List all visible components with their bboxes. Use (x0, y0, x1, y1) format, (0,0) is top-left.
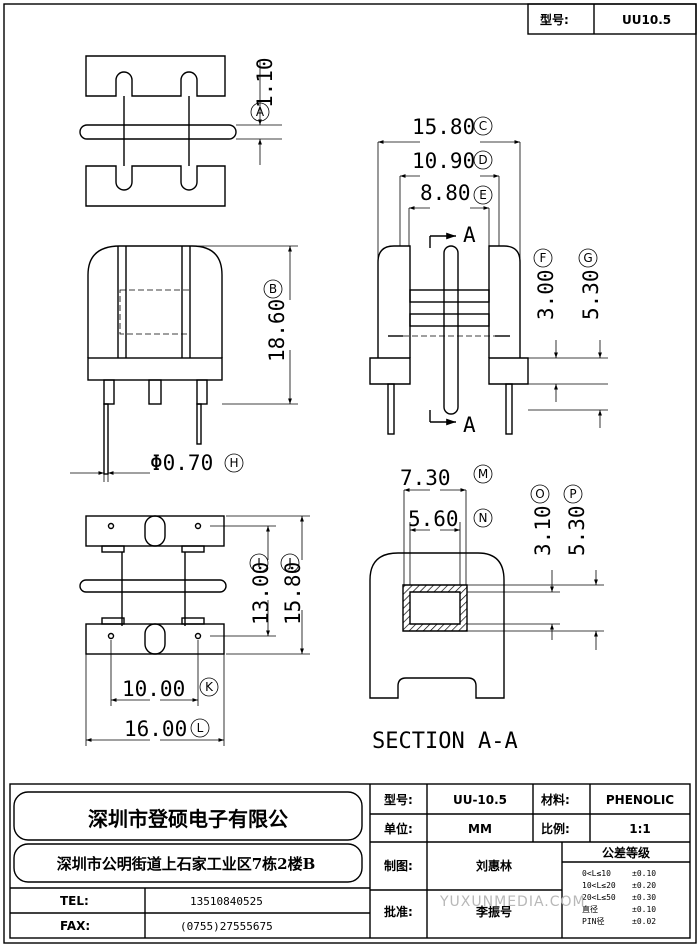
tb-model-label: 型号: (384, 792, 413, 807)
dim-label-l: L (197, 721, 204, 735)
tol-value-4: ±0.10 (632, 905, 656, 914)
side-view: 15.80 C 10.90 D 8.80 E A A F (369, 115, 608, 437)
section-marker-bottom: A (463, 413, 476, 437)
drawing-frame (3, 3, 697, 944)
tol-range-4: 直径 (582, 904, 598, 914)
dim-label-g: G (583, 251, 592, 265)
tel-value: 13510840525 (190, 895, 263, 908)
dim-value-l: 16.00 (124, 717, 187, 741)
fax-value: (0755)27555675 (180, 920, 273, 933)
tb-unit-label: 单位: (384, 821, 413, 836)
bottom-view: I 13.00 J 15.80 10.00 K 16.00 L (79, 515, 310, 746)
dim-label-o: O (535, 487, 544, 501)
top-view: 1.10 A (79, 55, 282, 207)
tol-range-2: 10<L≤20 (582, 881, 616, 890)
tolerance-title: 公差等级 (602, 845, 650, 860)
dim-value-e: 8.80 (420, 181, 471, 205)
dim-label-f: F (540, 251, 547, 265)
section-marker-top: A (463, 223, 476, 247)
company-address: 深圳市公明街道上石家工业区7栋2楼B (57, 855, 316, 873)
dim-value-a: 1.10 (253, 57, 277, 108)
front-view: B 18.60 Φ0.70 H (70, 245, 298, 482)
tol-value-1: ±0.10 (632, 869, 656, 878)
dim-label-p: P (569, 487, 576, 501)
tol-value-5: ±0.02 (632, 917, 656, 926)
header-model-box: 型号: UU10.5 (527, 3, 697, 35)
tol-range-5: PIN径 (582, 916, 604, 926)
header-model-value: UU10.5 (622, 13, 671, 27)
dim-label-h: H (229, 456, 238, 470)
dim-value-j: 15.80 (281, 562, 305, 625)
tol-value-2: ±0.20 (632, 881, 656, 890)
dim-label-a: A (256, 105, 265, 119)
tol-range-3: 20<L≤50 (582, 893, 616, 902)
dim-label-d: D (478, 153, 487, 167)
fax-label: FAX: (60, 919, 90, 933)
tb-model-value: UU-10.5 (453, 793, 507, 807)
dim-value-b: 18.60 (265, 299, 289, 362)
dim-value-f: 3.00 (534, 269, 558, 320)
tb-material-value: PHENOLIC (606, 793, 674, 807)
tb-drawn-value: 刘惠林 (476, 858, 512, 873)
tb-approved-value: 李振号 (475, 904, 512, 919)
dim-label-j: J (287, 556, 292, 570)
dim-value-p: 5.30 (565, 505, 589, 556)
tb-material-label: 材料: (540, 792, 570, 807)
dim-value-i: 13.00 (249, 562, 273, 625)
dim-label-c: C (479, 119, 487, 133)
dim-label-m: M (478, 467, 488, 481)
dim-label-b: B (269, 282, 277, 296)
dim-value-d: 10.90 (412, 149, 475, 173)
section-view: 7.30 M 5.60 N O 3.10 P 5.30 SECTION A-A (369, 464, 604, 754)
dim-value-o: 3.10 (531, 505, 555, 556)
dim-label-i: I (257, 556, 261, 570)
watermark: YUXUNMEDIA.COM (439, 894, 586, 910)
header-model-label: 型号: (540, 12, 569, 27)
tolerance-rows: 0<L≤10 ±0.10 10<L≤20 ±0.20 20<L≤50 ±0.30… (582, 869, 656, 926)
tb-scale-value: 1:1 (629, 822, 651, 836)
tb-scale-label: 比例: (541, 821, 570, 836)
dim-value-m: 7.30 (400, 466, 451, 490)
dim-value-h: Φ0.70 (150, 451, 213, 475)
section-title: SECTION A-A (372, 729, 518, 754)
tol-range-1: 0<L≤10 (582, 869, 611, 878)
tb-unit-value: MM (468, 822, 492, 836)
tb-drawn-label: 制图: (384, 858, 413, 873)
dim-label-k: K (205, 680, 214, 694)
dim-value-n: 5.60 (408, 507, 459, 531)
dim-value-k: 10.00 (122, 677, 185, 701)
tb-approved-label: 批准: (384, 904, 413, 919)
tol-value-3: ±0.30 (632, 893, 656, 902)
dim-value-g: 5.30 (579, 269, 603, 320)
company-name: 深圳市登硕电子有限公 (88, 807, 288, 831)
dim-value-c: 15.80 (412, 115, 475, 139)
title-block: 深圳市登硕电子有限公 深圳市公明街道上石家工业区7栋2楼B TEL: 13510… (9, 783, 691, 939)
dim-label-n: N (479, 511, 488, 525)
dim-label-e: E (479, 188, 487, 202)
tel-label: TEL: (60, 894, 89, 908)
